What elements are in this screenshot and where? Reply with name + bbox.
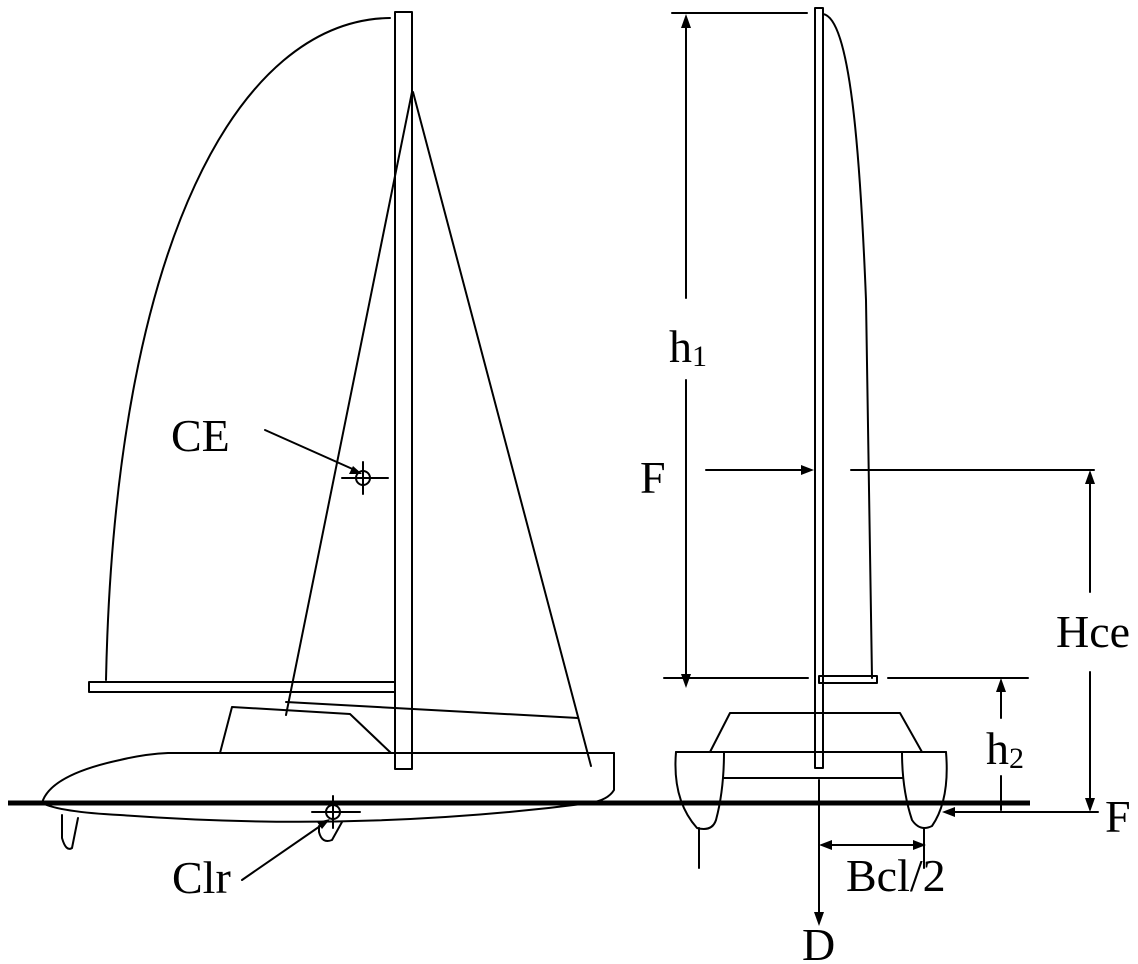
f-lower-label: F [1105,791,1131,842]
bcl-label: Bcl/2 [846,850,946,901]
f-upper-arrowhead [801,465,814,475]
hce-arrow-up [1085,470,1095,484]
side-view-daggerboard-aft [318,821,343,842]
f-upper-label: F [640,452,666,503]
front-view-cabin [709,712,923,753]
front-view-port-hull [674,751,725,830]
ce-leader [264,429,358,472]
side-view-mainsail [105,17,391,681]
side-view-jib-foot [285,701,579,719]
d-arrowhead [814,912,824,926]
side-view: CE Clr [8,11,1030,903]
clr-leader-arrowhead [317,819,330,829]
side-view-cabin [219,706,392,754]
side-view-mast [394,11,413,770]
front-view-starboard-hull [901,751,948,829]
side-view-daggerboard-fwd [61,814,79,850]
side-view-hull [41,752,615,823]
side-view-shroud [412,91,592,767]
hce-label: Hce [1056,606,1130,657]
clr-leader [241,821,327,881]
side-view-boom [88,681,396,693]
ce-marker [341,461,389,495]
clr-marker [311,795,361,829]
h1-arrow-down [681,674,691,688]
bcl-arrow-right [913,840,926,850]
front-view-sail [822,13,873,679]
front-view-boom [818,675,878,684]
h2-label: h2 [986,723,1024,775]
front-view: h1 F Hce h2 F Bcl/2 D [640,7,1131,964]
ce-leader-arrowhead [349,466,362,474]
d-label: D [802,919,835,964]
ce-label: CE [171,410,230,461]
h1-arrow-up [681,14,691,28]
f-lower-arrowhead [942,807,955,817]
clr-label: Clr [172,852,231,903]
side-view-forestay [285,91,413,716]
front-view-mast [814,7,824,769]
bcl-arrow-left [819,840,832,850]
hce-arrow-down [1085,798,1095,812]
h2-arrow-up [996,678,1006,692]
h1-label: h1 [669,321,707,373]
